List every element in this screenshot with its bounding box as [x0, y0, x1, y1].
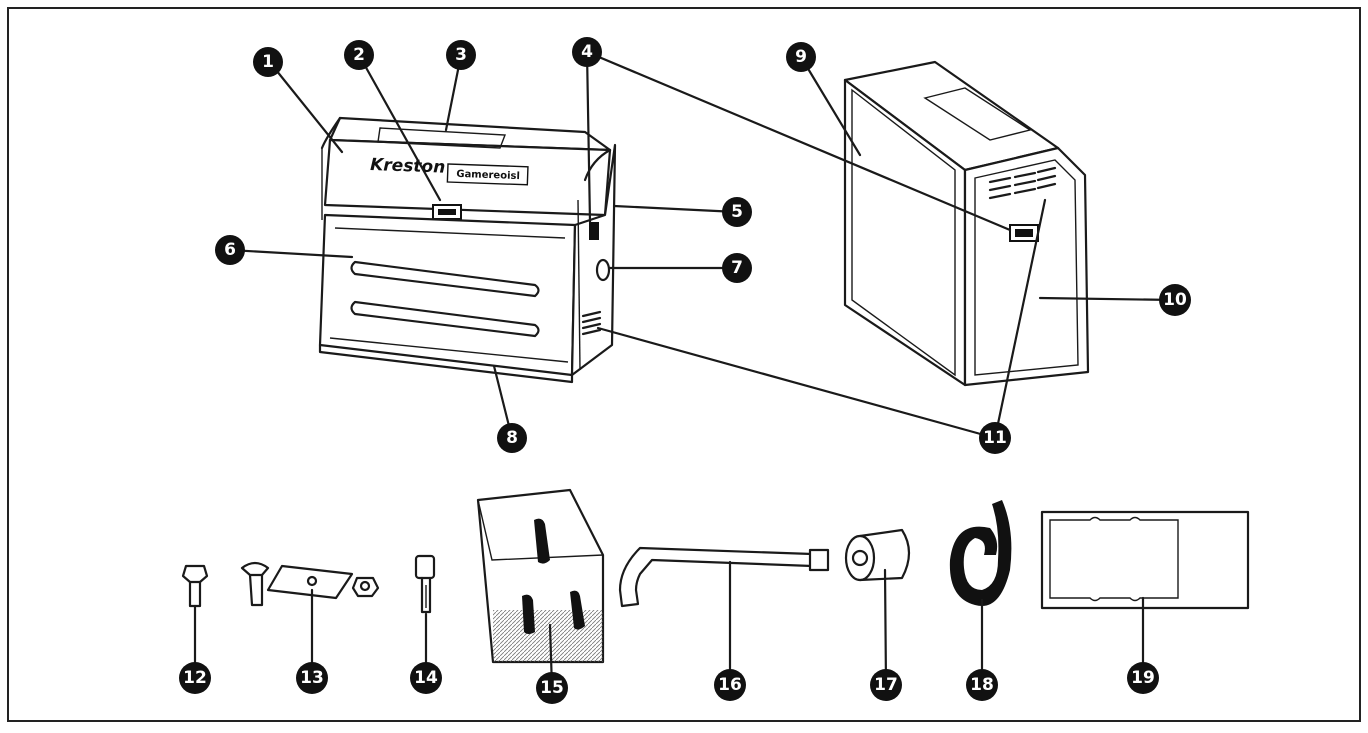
- svg-text:18: 18: [970, 675, 994, 695]
- svg-text:4: 4: [581, 42, 593, 62]
- callout-1: 1: [253, 47, 283, 77]
- svg-text:3: 3: [455, 45, 467, 65]
- callout-16: 16: [714, 669, 746, 701]
- callout-14: 14: [410, 662, 442, 694]
- side-latch: [589, 222, 599, 240]
- diagram-frame: [7, 7, 1361, 722]
- strap-part: [949, 500, 1012, 606]
- svg-text:6: 6: [224, 240, 236, 260]
- svg-text:17: 17: [874, 675, 898, 695]
- callout-3: 3: [446, 40, 476, 70]
- strap-shape: [949, 500, 1012, 606]
- lid-top-recess: [377, 127, 506, 149]
- svg-text:2: 2: [353, 45, 365, 65]
- callout-12: 12: [179, 662, 211, 694]
- svg-text:12: 12: [183, 668, 207, 688]
- svg-text:16: 16: [718, 675, 742, 695]
- callout-5: 5: [722, 197, 752, 227]
- svg-text:13: 13: [300, 668, 324, 688]
- cover-vents: [988, 166, 1057, 200]
- svg-text:19: 19: [1131, 668, 1155, 688]
- svg-text:1: 1: [262, 52, 274, 72]
- carriage-bolt-plate-nut: [240, 561, 380, 607]
- callout-10: 10: [1159, 284, 1191, 316]
- socket-part: [844, 528, 911, 582]
- leader-lines: [193, 50, 1177, 690]
- drawer-liner-mat: [1040, 510, 1250, 610]
- tool-chest: Kreston Gamereoisl: [318, 116, 617, 384]
- drawer-handle-lower: [350, 300, 540, 338]
- callout-13: 13: [296, 662, 328, 694]
- svg-text:11: 11: [983, 428, 1007, 448]
- callout-18: 18: [966, 669, 998, 701]
- brand-plate-text: Gamereoisl: [456, 169, 520, 182]
- chest-side-vents: [581, 310, 602, 336]
- drawer-handle-upper: [350, 260, 540, 298]
- callout-4: 4: [572, 37, 602, 67]
- cover-side: [963, 146, 1090, 387]
- callout-15: 15: [536, 672, 568, 704]
- storage-pouch: [476, 488, 605, 664]
- svg-text:7: 7: [731, 258, 743, 278]
- chest-cover: [843, 60, 1090, 387]
- callout-2: 2: [344, 40, 374, 70]
- callout-11: 11: [979, 422, 1011, 454]
- side-ring: [595, 258, 611, 282]
- svg-text:10: 10: [1163, 290, 1187, 310]
- callout-7: 7: [722, 253, 752, 283]
- callout-8: 8: [497, 423, 527, 453]
- callout-17: 17: [870, 669, 902, 701]
- svg-text:9: 9: [795, 47, 807, 67]
- callout-19: 19: [1127, 662, 1159, 694]
- callout-9: 9: [786, 42, 816, 72]
- svg-text:5: 5: [731, 202, 743, 222]
- callout-6: 6: [215, 235, 245, 265]
- key-part: [414, 554, 436, 614]
- bolt-part: [181, 564, 209, 608]
- svg-text:14: 14: [414, 668, 438, 688]
- brand-plate: [446, 163, 529, 186]
- svg-text:8: 8: [506, 428, 518, 448]
- svg-text:15: 15: [540, 678, 564, 698]
- chest-side-panel: [570, 143, 617, 377]
- socket-wrench: [618, 546, 830, 608]
- brand-logo: Kreston: [370, 155, 446, 178]
